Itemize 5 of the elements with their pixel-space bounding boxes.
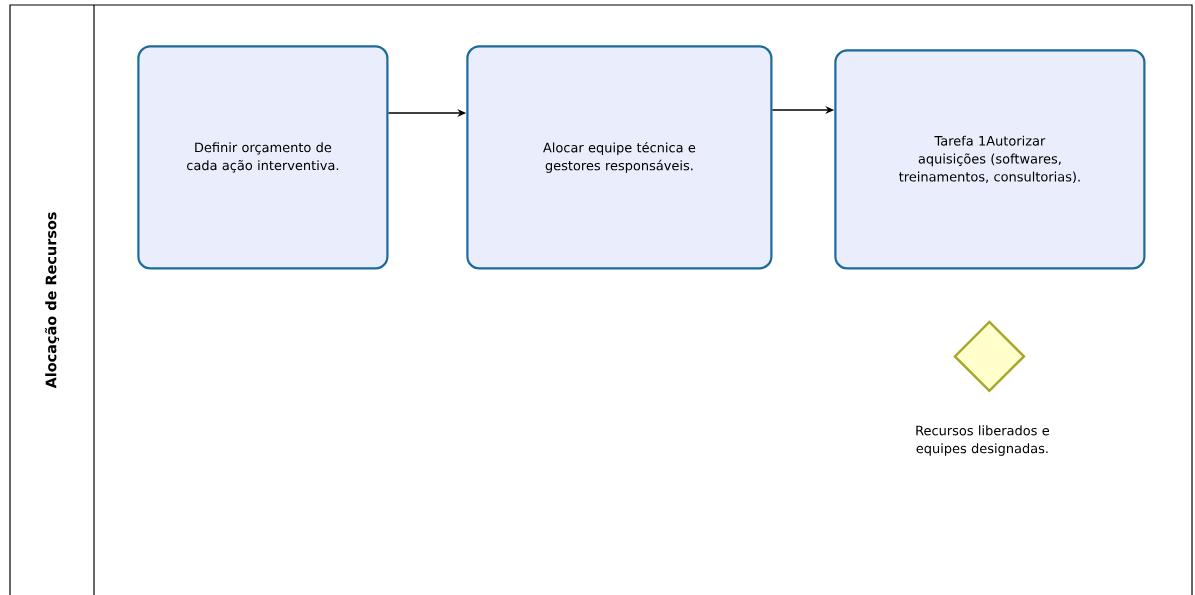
task-box: Alocar equipe técnica e gestores responsáveis. xyxy=(466,45,773,270)
task-box: Definir orçamento de cada ação interventiva. xyxy=(137,45,389,270)
gateway-label: Recursos liberados e equipes designadas. xyxy=(916,425,1049,456)
gateway-diamond xyxy=(953,320,1026,393)
task-box: Tarefa 1Autorizar aquisições (softwares, treinamentos, consultorias). xyxy=(834,49,1146,270)
